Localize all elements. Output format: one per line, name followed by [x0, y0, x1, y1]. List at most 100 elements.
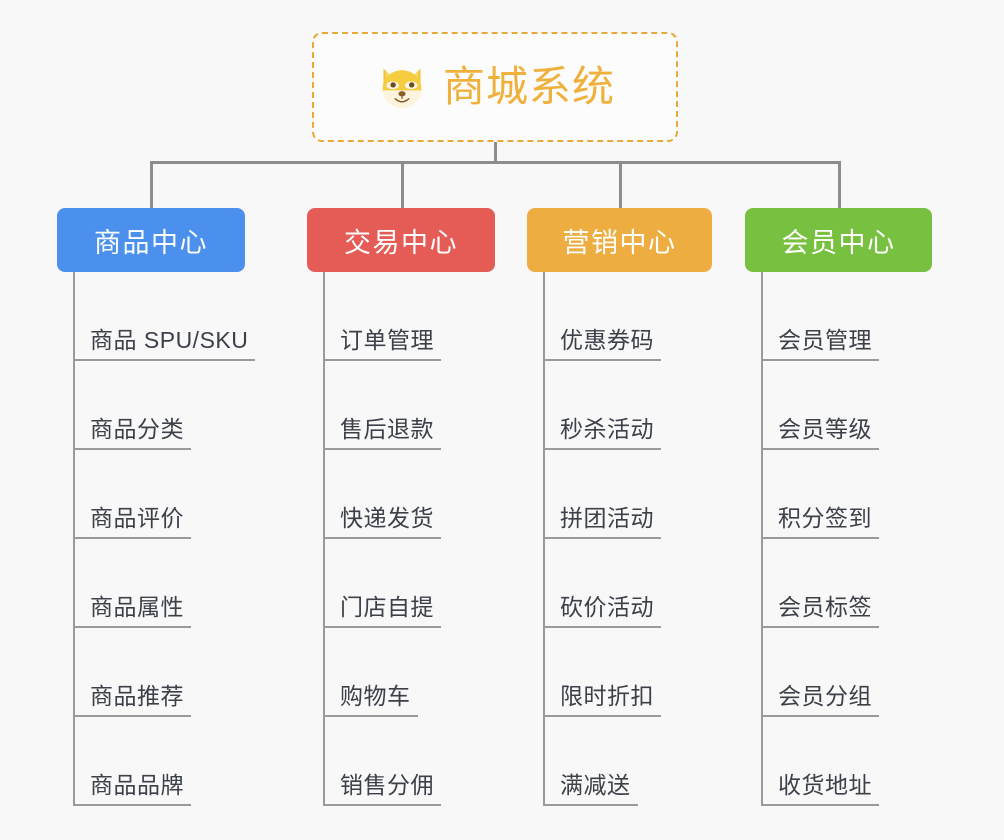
leaf-item[interactable]: 满减送 — [527, 717, 757, 806]
leaf-rule — [323, 448, 441, 450]
leaf-rule — [543, 715, 661, 717]
leaf-label: 会员等级 — [778, 416, 872, 442]
leaf-item[interactable]: 商品推荐 — [57, 628, 317, 717]
leaf-trunk-3 — [761, 272, 763, 806]
leaf-item[interactable]: 会员管理 — [745, 272, 975, 361]
leaf-item[interactable]: 快递发货 — [307, 450, 537, 539]
leaf-rule — [73, 626, 191, 628]
branch-column-0: 商品中心 商品 SPU/SKU 商品分类 商品评价 商品属性 商品推荐 — [57, 208, 317, 806]
leaf-label: 商品属性 — [90, 594, 184, 620]
connector-drop-2 — [619, 161, 622, 208]
leaf-label: 销售分佣 — [340, 772, 434, 798]
leaf-label: 优惠券码 — [560, 327, 654, 353]
leaf-rule — [543, 804, 638, 806]
branch-header-3[interactable]: 会员中心 — [745, 208, 932, 272]
connector-horizontal-bus — [150, 161, 840, 164]
leaf-rule — [761, 537, 879, 539]
leaf-item[interactable]: 收货地址 — [745, 717, 975, 806]
leaf-item[interactable]: 商品属性 — [57, 539, 317, 628]
leaf-item[interactable]: 砍价活动 — [527, 539, 757, 628]
leaf-label: 砍价活动 — [560, 594, 654, 620]
leaf-rule — [323, 804, 441, 806]
root-node-mall-system[interactable]: 商城系统 — [312, 32, 678, 142]
leaf-label: 商品分类 — [90, 416, 184, 442]
leaf-item[interactable]: 限时折扣 — [527, 628, 757, 717]
leaf-label: 订单管理 — [340, 327, 434, 353]
leaf-item[interactable]: 订单管理 — [307, 272, 537, 361]
leaf-label: 购物车 — [340, 683, 411, 709]
leaf-trunk-1 — [323, 272, 325, 806]
leaf-item[interactable]: 拼团活动 — [527, 450, 757, 539]
branch-column-3: 会员中心 会员管理 会员等级 积分签到 会员标签 会员分组 — [745, 208, 975, 806]
leaf-list-3: 会员管理 会员等级 积分签到 会员标签 会员分组 收货地址 — [745, 272, 975, 806]
leaf-label: 门店自提 — [340, 594, 434, 620]
leaf-rule — [761, 804, 879, 806]
leaf-rule — [323, 537, 441, 539]
leaf-item[interactable]: 购物车 — [307, 628, 537, 717]
branch-header-label-3: 会员中心 — [781, 227, 896, 258]
leaf-trunk-0 — [73, 272, 75, 806]
leaf-label: 商品推荐 — [90, 683, 184, 709]
leaf-list-1: 订单管理 售后退款 快递发货 门店自提 购物车 销售分佣 — [307, 272, 537, 806]
leaf-rule — [73, 359, 255, 361]
leaf-item[interactable]: 积分签到 — [745, 450, 975, 539]
root-title: 商城系统 — [442, 63, 615, 110]
leaf-item[interactable]: 销售分佣 — [307, 717, 537, 806]
leaf-item[interactable]: 会员标签 — [745, 539, 975, 628]
leaf-rule — [543, 359, 661, 361]
leaf-label: 会员标签 — [778, 594, 872, 620]
leaf-label: 满减送 — [560, 772, 631, 798]
branch-column-2: 营销中心 优惠券码 秒杀活动 拼团活动 砍价活动 限时折扣 — [527, 208, 757, 806]
leaf-trunk-2 — [543, 272, 545, 806]
leaf-item[interactable]: 商品分类 — [57, 361, 317, 450]
leaf-item[interactable]: 商品 SPU/SKU — [57, 272, 317, 361]
leaf-list-2: 优惠券码 秒杀活动 拼团活动 砍价活动 限时折扣 满减送 — [527, 272, 757, 806]
leaf-label: 会员管理 — [778, 327, 872, 353]
connector-drop-3 — [838, 161, 841, 208]
leaf-label: 会员分组 — [778, 683, 872, 709]
leaf-label: 积分签到 — [778, 505, 872, 531]
leaf-item[interactable]: 门店自提 — [307, 539, 537, 628]
connector-drop-1 — [401, 161, 404, 208]
branch-header-0[interactable]: 商品中心 — [57, 208, 245, 272]
leaf-rule — [73, 448, 191, 450]
leaf-label: 收货地址 — [778, 772, 872, 798]
leaf-label: 商品 SPU/SKU — [90, 327, 249, 353]
leaf-item[interactable]: 会员分组 — [745, 628, 975, 717]
connector-root-stem — [494, 142, 497, 164]
branch-header-label-2: 营销中心 — [562, 227, 677, 258]
leaf-rule — [543, 626, 661, 628]
leaf-rule — [73, 715, 191, 717]
leaf-rule — [543, 448, 661, 450]
shiba-dog-face-icon — [382, 68, 422, 109]
connector-drop-0 — [150, 161, 153, 208]
leaf-rule — [761, 448, 879, 450]
leaf-item[interactable]: 商品评价 — [57, 450, 317, 539]
leaf-rule — [73, 804, 191, 806]
leaf-rule — [543, 537, 661, 539]
leaf-label: 快递发货 — [340, 505, 434, 531]
branch-header-1[interactable]: 交易中心 — [307, 208, 495, 272]
leaf-label: 商品品牌 — [90, 772, 184, 798]
branch-column-1: 交易中心 订单管理 售后退款 快递发货 门店自提 购物车 — [307, 208, 537, 806]
leaf-rule — [761, 626, 879, 628]
leaf-item[interactable]: 优惠券码 — [527, 272, 757, 361]
leaf-rule — [323, 359, 441, 361]
branch-header-2[interactable]: 营销中心 — [527, 208, 712, 272]
leaf-item[interactable]: 秒杀活动 — [527, 361, 757, 450]
leaf-rule — [761, 715, 879, 717]
branch-header-label-1: 交易中心 — [344, 227, 458, 258]
leaf-label: 商品评价 — [90, 505, 184, 531]
leaf-item[interactable]: 售后退款 — [307, 361, 537, 450]
leaf-label: 限时折扣 — [560, 683, 654, 709]
leaf-label: 拼团活动 — [560, 505, 654, 531]
leaf-item[interactable]: 商品品牌 — [57, 717, 317, 806]
leaf-rule — [323, 715, 418, 717]
leaf-item[interactable]: 会员等级 — [745, 361, 975, 450]
leaf-list-0: 商品 SPU/SKU 商品分类 商品评价 商品属性 商品推荐 商品品牌 — [57, 272, 317, 806]
leaf-rule — [323, 626, 441, 628]
leaf-label: 秒杀活动 — [560, 416, 654, 442]
branch-header-label-0: 商品中心 — [94, 227, 208, 258]
leaf-rule — [73, 537, 191, 539]
